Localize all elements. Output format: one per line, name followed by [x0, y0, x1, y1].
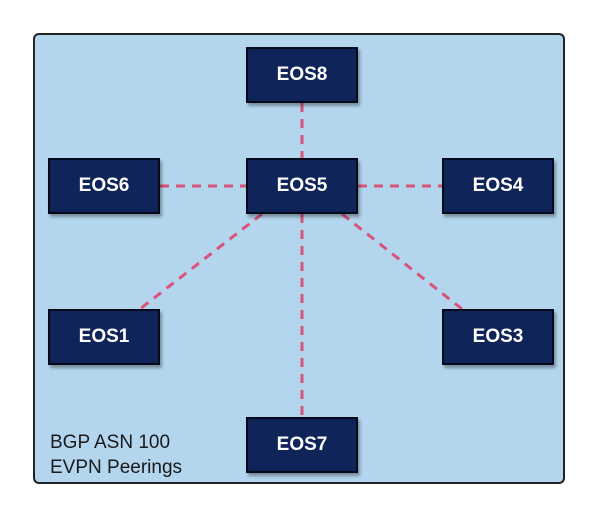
diagram-frame — [33, 33, 565, 484]
node-eos6: EOS6 — [48, 158, 160, 214]
node-eos4: EOS4 — [442, 158, 554, 214]
node-eos3: EOS3 — [442, 309, 554, 365]
node-eos1: EOS1 — [48, 309, 160, 365]
node-eos8: EOS8 — [246, 47, 358, 103]
caption-peerings: EVPN Peerings — [50, 457, 183, 478]
node-eos7: EOS7 — [246, 417, 358, 473]
diagram-caption: BGP ASN 100 EVPN Peerings — [50, 430, 182, 480]
caption-asn: BGP ASN 100 — [50, 432, 171, 453]
node-eos5: EOS5 — [246, 158, 358, 214]
